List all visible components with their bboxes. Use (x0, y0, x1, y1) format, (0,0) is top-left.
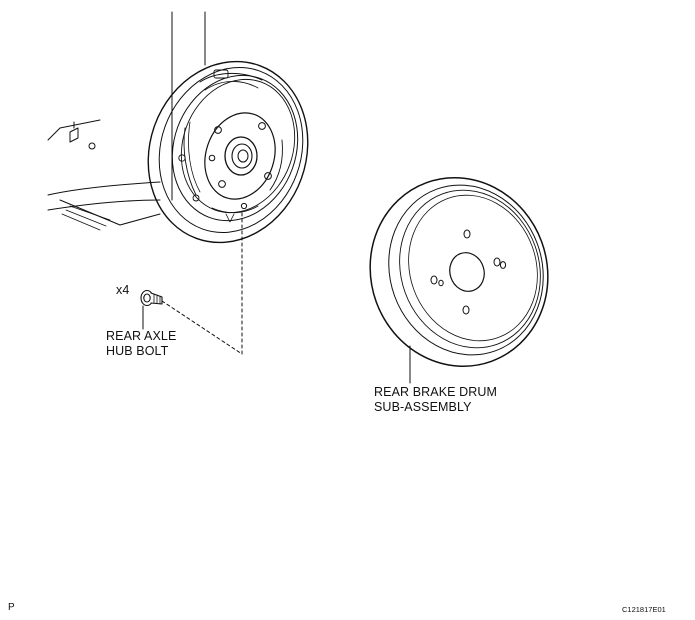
hub-bolt-label-line-2: HUB BOLT (106, 344, 169, 358)
figure-code: C121817E01 (622, 605, 666, 614)
brake-drum (369, 177, 549, 367)
hub-bolt-label: REAR AXLE HUB BOLT (106, 329, 176, 359)
hub-bolt (140, 289, 163, 307)
brake-drum-label-line-1: REAR BRAKE DRUM (374, 385, 498, 399)
brake-drum-label-line-2: SUB-ASSEMBLY (374, 400, 472, 414)
axle-housing (47, 11, 206, 231)
bolt-path-dashed-line (161, 209, 243, 355)
axle-hub (204, 112, 276, 210)
hub-bolt-label-line-1: REAR AXLE (106, 329, 177, 343)
bolt-quantity-label: x4 (116, 283, 130, 297)
hub-bolt-hole (240, 202, 248, 210)
brake-drum-label: REAR BRAKE DRUM SUB-ASSEMBLY (374, 385, 497, 415)
backing-plate (147, 60, 309, 244)
page-mark: P (8, 602, 15, 613)
